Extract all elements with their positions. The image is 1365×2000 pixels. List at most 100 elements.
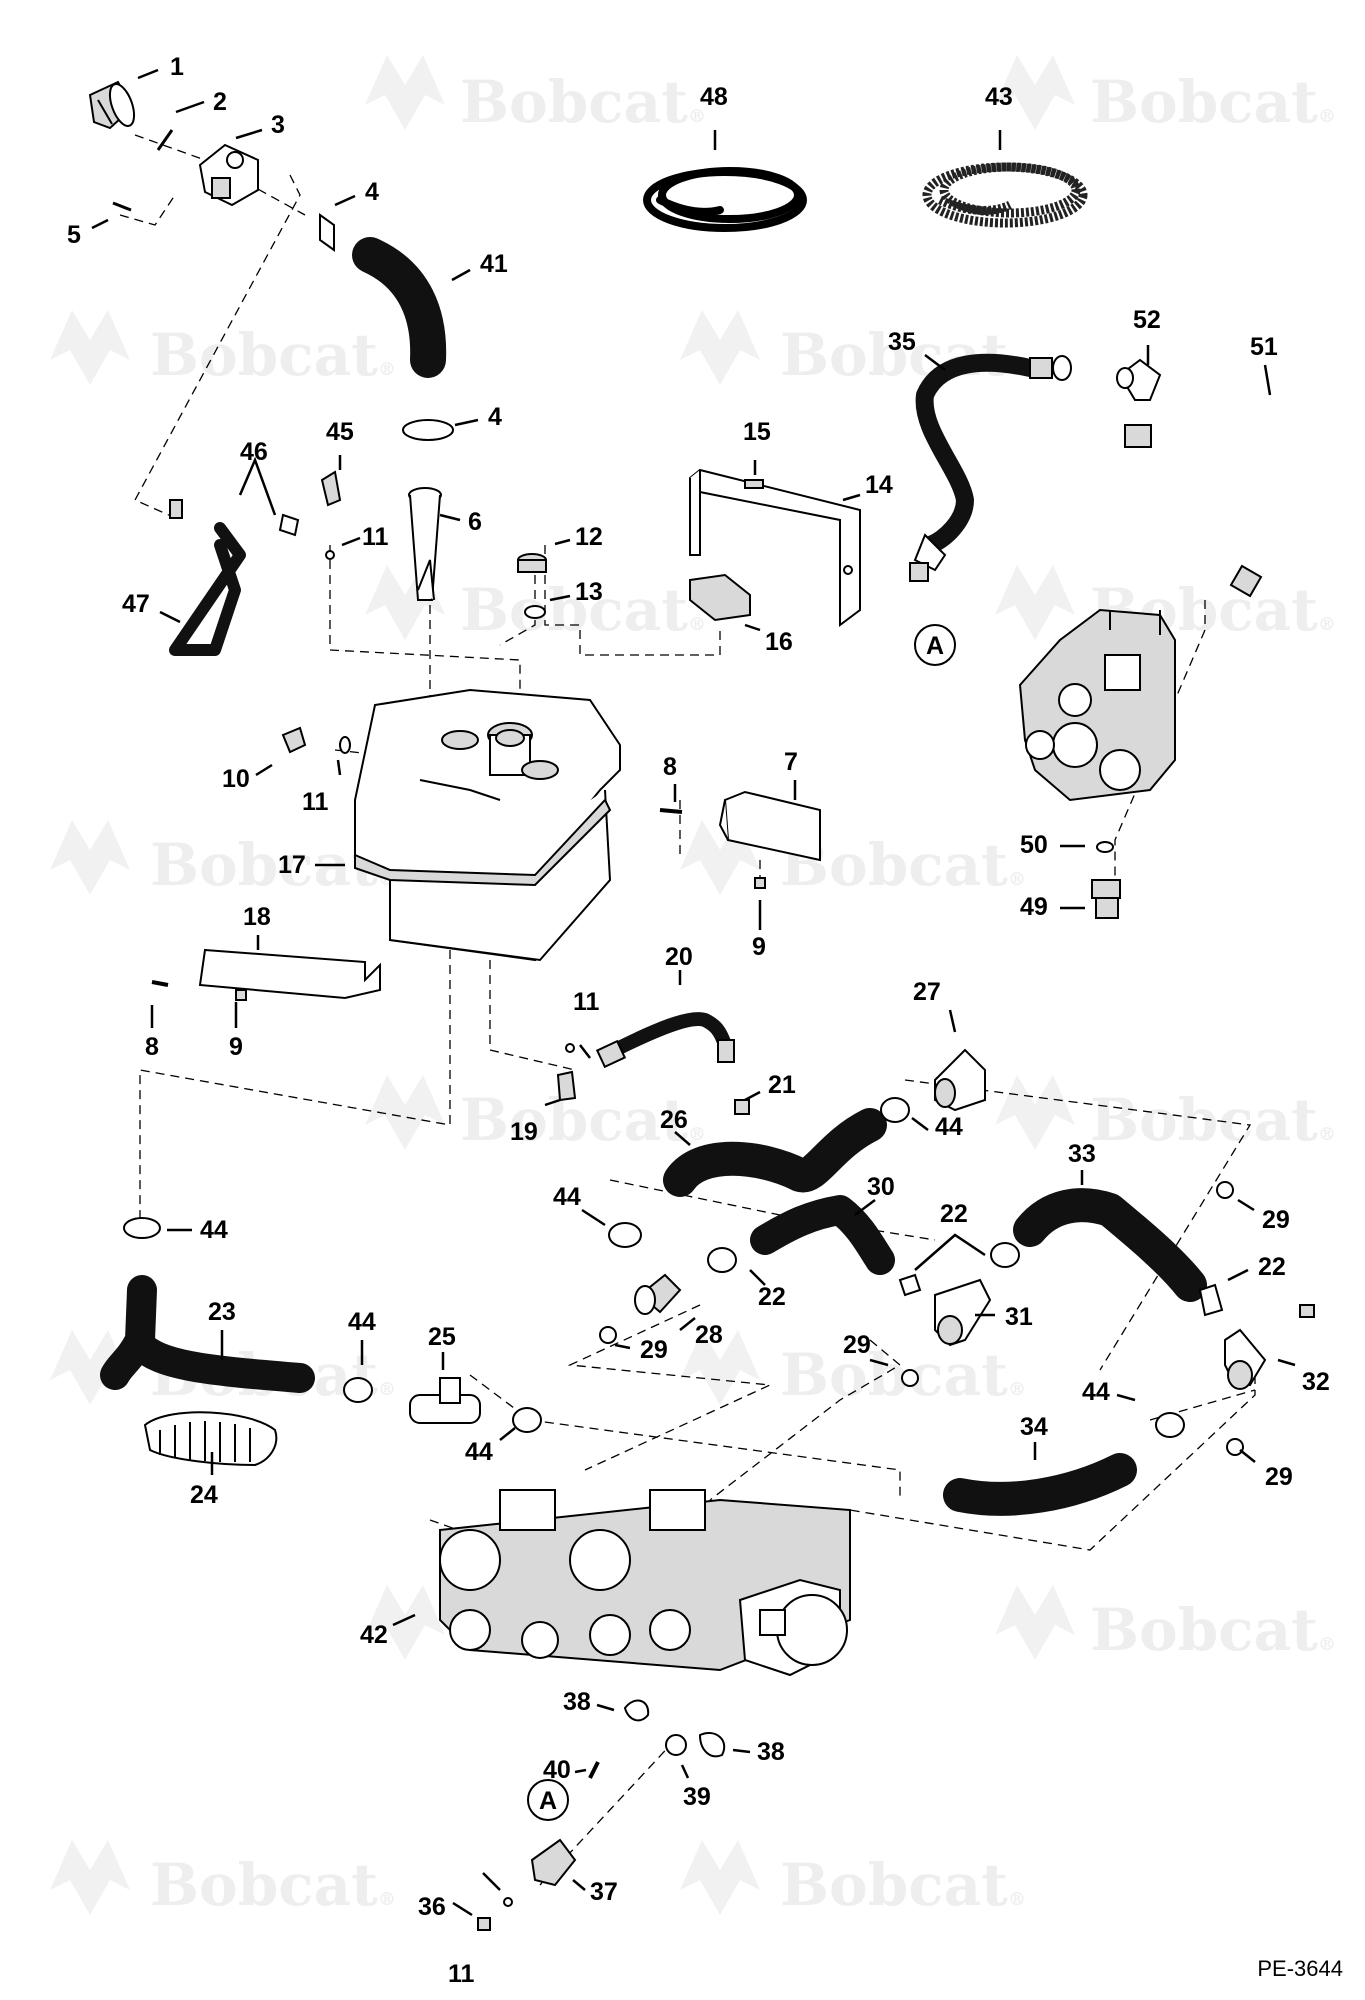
o-ring (1216, 1181, 1234, 1199)
bolt (744, 479, 764, 489)
callout-4: 4 (365, 178, 379, 206)
callout-11: 11 (302, 788, 329, 816)
hydraulic-tank (354, 688, 621, 962)
callout-29: 29 (1265, 1463, 1293, 1491)
hose-end (913, 533, 947, 572)
callout-24: 24 (190, 1481, 218, 1509)
fill-tube (408, 487, 442, 601)
callout-22: 22 (758, 1283, 786, 1311)
filler-cap (88, 80, 136, 130)
flange-half (698, 1732, 726, 1758)
callout-44: 44 (1082, 1378, 1110, 1406)
callout-20: 20 (665, 943, 693, 971)
connector-marker: A (914, 624, 956, 666)
hose-coil-43 (922, 162, 1088, 228)
callout-labels: 1 2 3 4 4 5 6 7 8 8 9 9 10 11 11 11 11 1… (67, 53, 1330, 1988)
bolt (659, 808, 683, 814)
callout-8: 8 (663, 753, 677, 781)
connector-marker-text: A (926, 632, 944, 660)
hose-end (717, 1039, 735, 1063)
registered-mark: ® (378, 359, 396, 380)
callout-35: 35 (888, 328, 916, 356)
o-ring (325, 550, 335, 560)
hose-clamp (707, 1247, 737, 1273)
bolt (151, 980, 169, 987)
o-ring (524, 605, 546, 619)
callout-14: 14 (865, 471, 893, 499)
callout-25: 25 (428, 1323, 456, 1351)
hose-clamp (343, 1377, 373, 1403)
hose-clamp (880, 1097, 910, 1123)
callout-40: 40 (543, 1756, 571, 1784)
tube-nut (1124, 424, 1152, 448)
drawing-reference-code: PE-3644 (1257, 1956, 1343, 1981)
filler-hose (352, 237, 447, 378)
hose-end (1052, 355, 1072, 381)
elbow-fitting-bottom (530, 1838, 577, 1887)
callout-34: 34 (1020, 1413, 1048, 1441)
tee-fitting-upper (934, 1048, 986, 1112)
callout-29: 29 (640, 1336, 668, 1364)
callout-42: 42 (360, 1621, 388, 1649)
callout-4: 4 (488, 403, 502, 431)
registered-mark: ® (1318, 1124, 1336, 1145)
callout-9: 9 (229, 1033, 243, 1061)
callout-15: 15 (743, 418, 771, 446)
hose-clamp-upper (319, 213, 335, 252)
callout-44: 44 (465, 1438, 493, 1466)
bolt (588, 1761, 600, 1779)
grommet (517, 553, 547, 573)
watermark-layer: Bobcat® Bobcat® Bobcat® Bobcat® Bobcat® … (50, 55, 1336, 1919)
callout-37: 37 (590, 1878, 618, 1906)
filler-neck-bracket (198, 143, 259, 207)
elbow-fitting (1116, 358, 1162, 401)
o-ring (901, 1369, 919, 1387)
drain-plug (281, 726, 307, 754)
flange-half (623, 1699, 650, 1722)
suction-hose (663, 1108, 887, 1197)
adapter-fitting (1091, 879, 1121, 919)
watermark-text: Bobcat® (780, 1851, 1026, 1919)
cap-nut (734, 1099, 750, 1115)
o-ring (1096, 841, 1114, 853)
callout-8: 8 (145, 1033, 159, 1061)
tee-fitting (934, 1278, 992, 1347)
callout-38: 38 (563, 1688, 591, 1716)
hose-end (909, 562, 929, 582)
callout-11: 11 (573, 988, 600, 1016)
pilot-hose (915, 353, 1039, 554)
watermark-text: Bobcat® (1090, 1086, 1336, 1154)
leader-lines (91, 68, 1296, 1917)
callout-44: 44 (553, 1183, 581, 1211)
o-ring (503, 1897, 513, 1907)
watermark-text: Bobcat® (1090, 68, 1336, 136)
registered-mark: ® (1008, 1379, 1026, 1400)
callout-52: 52 (1133, 306, 1161, 334)
nut (235, 989, 247, 1001)
callout-43: 43 (985, 83, 1013, 111)
callout-51: 51 (1250, 333, 1278, 361)
callout-13: 13 (575, 578, 603, 606)
elbow-fitting-right (1224, 1328, 1267, 1390)
connector-marker: A (527, 1779, 569, 1821)
callout-11: 11 (448, 1960, 475, 1988)
nut (754, 877, 766, 889)
drain-hose (608, 1012, 732, 1057)
hose-clamp (990, 1242, 1020, 1268)
hose-clamp (608, 1222, 642, 1248)
callout-32: 32 (1302, 1368, 1330, 1396)
isolator-pad (689, 573, 751, 622)
watermark-text: Bobcat® (460, 576, 706, 644)
callout-9: 9 (752, 933, 766, 961)
callout-11: 11 (362, 523, 389, 551)
callout-22: 22 (1258, 1253, 1286, 1281)
inlet-hose (125, 1330, 315, 1393)
callout-19: 19 (510, 1118, 538, 1146)
callout-1: 1 (170, 53, 184, 81)
breather-fitting (320, 470, 342, 507)
callout-38: 38 (757, 1738, 785, 1766)
o-ring (665, 1734, 687, 1756)
callout-41: 41 (480, 250, 508, 278)
registered-mark: ® (688, 106, 706, 127)
